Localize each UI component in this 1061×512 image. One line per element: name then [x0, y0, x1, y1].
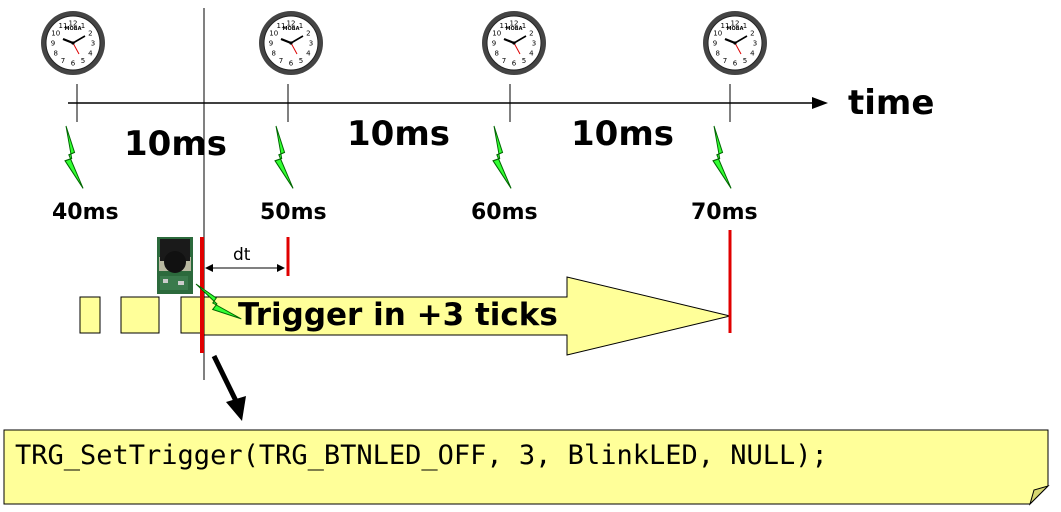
clock-dial-digit: 9: [713, 40, 717, 48]
clock-dial-digit: 11: [59, 22, 68, 30]
clock-dial-digit: 7: [279, 57, 283, 65]
lightning-icon: [64, 125, 84, 190]
dt-arrowhead-left: [205, 264, 213, 272]
clock-dial-digit: 8: [494, 50, 498, 58]
clock-dial-digit: 9: [269, 40, 273, 48]
clock-dial-digit: 11: [721, 22, 730, 30]
clock-dial-digit: 3: [309, 40, 313, 48]
clock-dial-digit: 5: [522, 57, 526, 65]
lightning-icon: [274, 125, 294, 190]
clock-dial-digit: 1: [743, 22, 747, 30]
push-button-icon: [157, 237, 193, 294]
clock-dial-digit: 7: [502, 57, 506, 65]
lightning-icon: [492, 125, 512, 190]
dt-arrowhead-right: [277, 264, 285, 272]
tick-box: [79, 296, 101, 334]
lightning-icon: [712, 125, 732, 190]
clock-dial-digit: 1: [522, 22, 526, 30]
clock-dial-digit: 2: [529, 30, 533, 38]
clock-dial-digit: 5: [81, 57, 85, 65]
interval-label: 10ms: [124, 124, 227, 164]
clock-dial-digit: 8: [715, 50, 719, 58]
clock-dial-digit: 9: [492, 40, 496, 48]
tick-label: 60ms: [471, 200, 538, 225]
clock-dial-digit: 12: [287, 20, 296, 28]
clock-dial-digit: 12: [731, 20, 740, 28]
clock-dial-digit: 9: [51, 40, 55, 48]
clock-dial-digit: 10: [713, 30, 722, 38]
code-note-fold: [1028, 484, 1050, 506]
clock-dial-digit: 8: [271, 50, 275, 58]
clock-dial-digit: 3: [532, 40, 536, 48]
clock-dial-digit: 2: [306, 30, 310, 38]
interval-label: 10ms: [347, 114, 450, 154]
clock-dial-digit: 12: [69, 20, 78, 28]
clock-dial-digit: 11: [500, 22, 509, 30]
clock-dial-digit: 5: [743, 57, 747, 65]
clock-dial-digit: 4: [750, 50, 755, 58]
code-snippet: TRG_SetTrigger(TRG_BTNLED_OFF, 3, BlinkL…: [15, 440, 828, 471]
clock-dial-digit: 7: [723, 57, 727, 65]
clock-dial-digit: 2: [88, 30, 92, 38]
clock-dial-digit: 3: [91, 40, 95, 48]
tick-label: 40ms: [52, 200, 119, 225]
time-axis-arrowhead: [812, 97, 828, 109]
clock-dial-digit: 3: [753, 40, 757, 48]
clock-dial-digit: 4: [88, 50, 93, 58]
clock-dial-digit: 4: [529, 50, 534, 58]
clock-dial-digit: 5: [299, 57, 303, 65]
clock-dial-digit: 2: [750, 30, 754, 38]
tick-label: 50ms: [260, 200, 327, 225]
clock-dial-digit: 7: [61, 57, 65, 65]
clock-dial-digit: 12: [510, 20, 519, 28]
clock-dial-digit: 6: [289, 60, 294, 68]
interval-label: 10ms: [571, 114, 674, 154]
time-axis-label: time: [848, 83, 935, 123]
clock-dial-digit: 10: [492, 30, 501, 38]
tick-box: [180, 296, 204, 334]
clock-dial-digit: 1: [299, 22, 303, 30]
code-pointer-line: [211, 354, 239, 403]
clock-dial-digit: 11: [277, 22, 286, 30]
clock-dial-digit: 10: [269, 30, 278, 38]
tick-label: 70ms: [691, 200, 758, 225]
clock-dial-digit: 1: [81, 22, 85, 30]
trigger-label: Trigger in +3 ticks: [238, 297, 558, 333]
clock-dial-digit: 4: [306, 50, 311, 58]
code-pointer-arrowhead: [226, 396, 246, 421]
trigger-arrow: [203, 276, 731, 356]
tick-box: [120, 296, 160, 334]
clock-dial-digit: 8: [53, 50, 57, 58]
clock-dial-digit: 10: [51, 30, 60, 38]
clock-dial-digit: 6: [512, 60, 517, 68]
clock-dial-digit: 6: [733, 60, 738, 68]
clock-dial-digit: 6: [71, 60, 76, 68]
dt-label: dt: [233, 245, 251, 265]
